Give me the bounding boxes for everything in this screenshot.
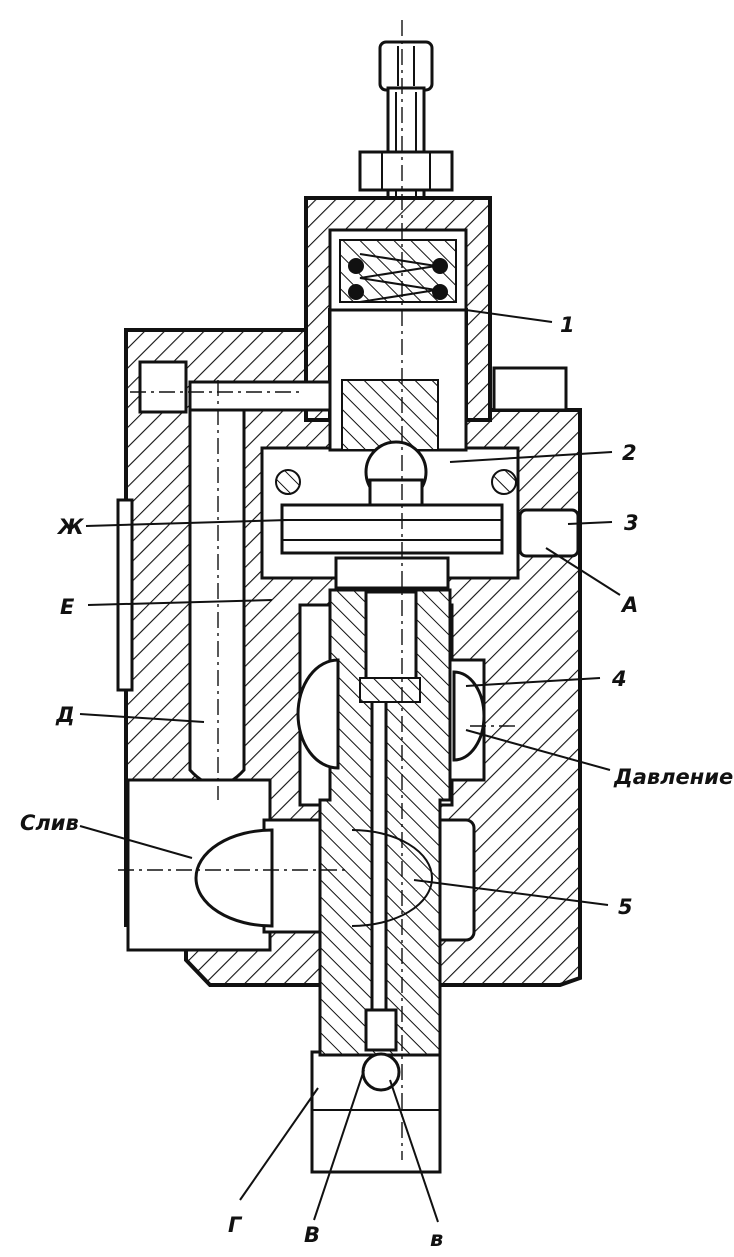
drain-half-ball xyxy=(194,828,433,928)
center-lines xyxy=(118,20,520,1160)
callout-d: Д xyxy=(55,703,75,727)
callout-5: 5 xyxy=(618,895,633,919)
callout-2: 2 xyxy=(622,441,637,465)
pressure-half-ball xyxy=(296,658,486,770)
leader-lines xyxy=(79,309,621,1223)
callout-1: 1 xyxy=(560,313,575,337)
callout-v1: В xyxy=(304,1223,320,1247)
callout-pressure: Давление xyxy=(613,765,733,789)
callout-4: 4 xyxy=(611,667,627,691)
callout-drain: Слив xyxy=(20,811,79,835)
pilot-valve xyxy=(275,253,517,555)
lock-nut xyxy=(358,150,454,192)
callout-e: Е xyxy=(60,595,75,619)
callout-3: 3 xyxy=(624,511,639,535)
callout-a: А xyxy=(620,593,638,617)
main-spool xyxy=(318,556,452,1057)
callout-v2: в xyxy=(430,1227,443,1251)
callout-g: Г xyxy=(228,1213,243,1237)
callout-zh: Ж xyxy=(56,515,85,539)
